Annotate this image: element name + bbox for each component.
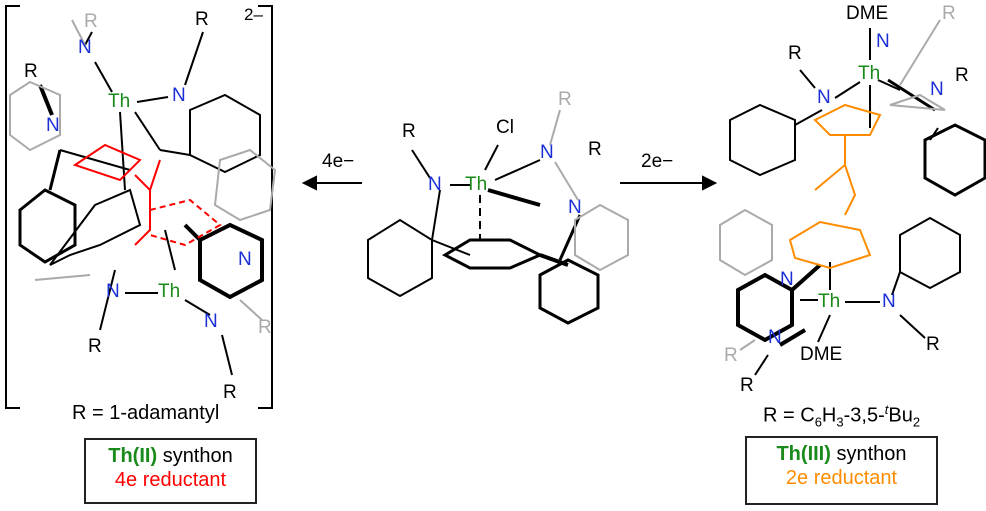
n-label: N [930, 79, 944, 100]
r-label: R [223, 382, 237, 403]
th-label: Th [108, 91, 131, 112]
r-def-part: 6 [814, 414, 822, 430]
center-complex-faded [549, 109, 629, 272]
oxidation-state: Th(III) [776, 443, 831, 465]
charge-label: 2– [244, 5, 263, 24]
bracket-left [5, 5, 20, 409]
arrow-label-4e: 4e− [322, 151, 355, 172]
th-label: Th [858, 63, 881, 84]
r-label: R [558, 89, 572, 110]
r-label: R [740, 375, 754, 396]
r-label: R [926, 334, 940, 355]
r-label: R [24, 61, 38, 82]
dme-label: DME [800, 344, 843, 365]
n-label: N [780, 269, 794, 290]
n-label: N [46, 115, 60, 136]
n-label: N [876, 31, 890, 52]
n-label: N [768, 327, 782, 348]
oxidation-state: Th(II) [108, 445, 158, 467]
r-label: R [724, 345, 738, 366]
th-label: Th [465, 174, 488, 195]
reductant-label: 4e reductant [114, 469, 227, 491]
r-label: R [258, 317, 272, 338]
summary-box-left: Th(II) synthon 4e reductant [84, 438, 257, 504]
summary-box-right: Th(III) synthon 2e reductant [745, 436, 938, 505]
r-label: R [942, 3, 956, 24]
n-label: N [204, 311, 218, 332]
r-def-part: Bu [888, 404, 913, 427]
n-label: N [106, 281, 120, 302]
r-label: R [402, 121, 416, 142]
left-complex-reduced-ligand [72, 143, 222, 247]
arrow-label-2e: 2e− [641, 151, 674, 172]
r-def-part: t [884, 402, 889, 417]
reductant-label: 2e reductant [785, 467, 898, 489]
synthon-label: synthon [836, 443, 907, 465]
right-complex-reduced-ligand [788, 103, 882, 270]
r-label: R [955, 65, 969, 86]
right-complex-faded [719, 19, 946, 351]
n-label: N [882, 291, 896, 312]
r-def-part: 2 [912, 414, 921, 430]
n-label: N [238, 249, 252, 270]
r-def-part: 3 [836, 414, 844, 430]
n-label: N [540, 142, 554, 163]
dme-label: DME [846, 3, 889, 24]
r-definition-right: R = C6H3-3,5-tBu2 [763, 403, 920, 429]
bracket-right [258, 5, 273, 409]
r-label: R [588, 139, 602, 160]
r-label: R [195, 9, 209, 30]
th-label: Th [158, 281, 181, 302]
n-label: N [428, 174, 442, 195]
center-complex-bonds [367, 144, 600, 325]
r-def-part: H [821, 404, 837, 427]
n-label: N [172, 85, 186, 106]
arrow-right [620, 175, 718, 191]
left-complex-bonds [18, 31, 264, 376]
r-label: R [84, 11, 98, 32]
r-def-part: -3,5- [843, 404, 885, 427]
n-label: N [568, 197, 582, 218]
left-complex-faded [9, 19, 277, 321]
synthon-label: synthon [162, 445, 233, 467]
th-label: Th [818, 291, 841, 312]
r-def-part: R = C [763, 404, 815, 427]
arrow-left [301, 175, 362, 191]
r-definition-left: R = 1-adamantyl [72, 402, 220, 424]
n-label: N [817, 87, 831, 108]
right-complex-bonds [729, 28, 986, 376]
n-label: N [78, 37, 92, 58]
cl-label: Cl [496, 117, 514, 138]
r-label: R [88, 336, 102, 357]
r-label: R [788, 43, 802, 64]
